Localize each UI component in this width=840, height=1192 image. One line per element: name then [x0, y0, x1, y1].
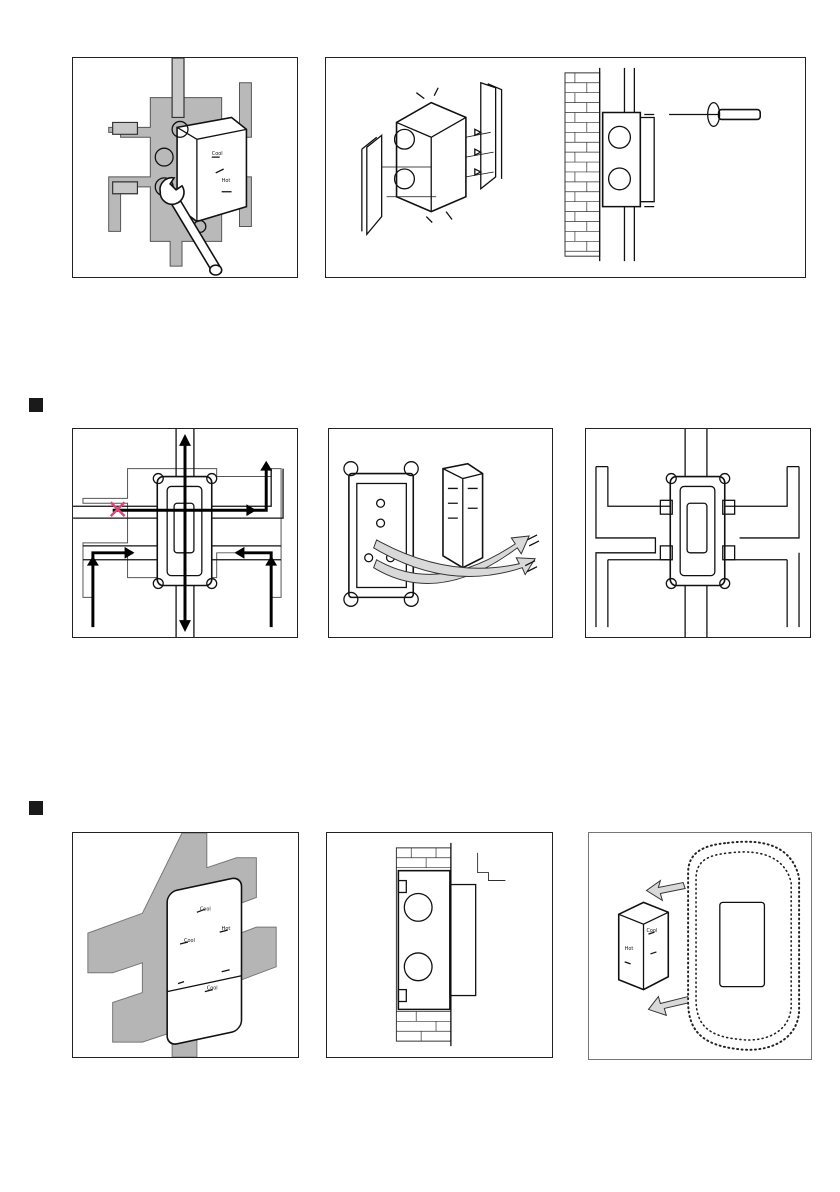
fig-faceplate-fit: Cool Hot — [588, 832, 812, 1060]
section-marker-3 — [29, 801, 43, 815]
box-label-hot: Hot — [222, 178, 231, 184]
svg-text:Hot: Hot — [222, 178, 231, 184]
brick-wall-icon — [565, 68, 654, 261]
svg-text:Hot: Hot — [625, 946, 634, 952]
frame-mounting-illustration — [326, 58, 805, 277]
faceplate-icon — [688, 842, 799, 1050]
fig-wall-depth — [326, 832, 553, 1058]
svg-text:Cool: Cool — [200, 906, 211, 912]
fig-cover-box: Cool Cool Hot Cool — [72, 832, 299, 1058]
wall-depth-illustration — [327, 833, 552, 1057]
section-marker-2 — [29, 398, 43, 412]
valve-install-illustration: Cool Hot — [73, 58, 297, 277]
fig-valve-install-wrench: Cool Hot — [72, 57, 298, 278]
faceplate-fit-illustration: Cool Hot — [589, 833, 811, 1059]
cover-box-icon: Cool Hot — [619, 902, 669, 989]
valve-box-icon: Cool Cool Hot Cool — [167, 876, 241, 1045]
fig-flow-direction — [72, 428, 298, 638]
flow-direction-illustration — [73, 429, 297, 637]
box-label-cool: Cool — [212, 151, 223, 157]
fig-plug-removal — [328, 428, 553, 638]
plug-removal-illustration — [329, 429, 552, 637]
screwdriver-icon — [669, 103, 760, 127]
installed-valve-illustration — [586, 429, 810, 637]
cover-box-illustration: Cool Cool Hot Cool — [73, 833, 298, 1057]
svg-text:Cool: Cool — [212, 151, 223, 157]
fig-installed-box — [585, 428, 811, 638]
fig-frame-mounting-screwdriver — [325, 57, 806, 278]
